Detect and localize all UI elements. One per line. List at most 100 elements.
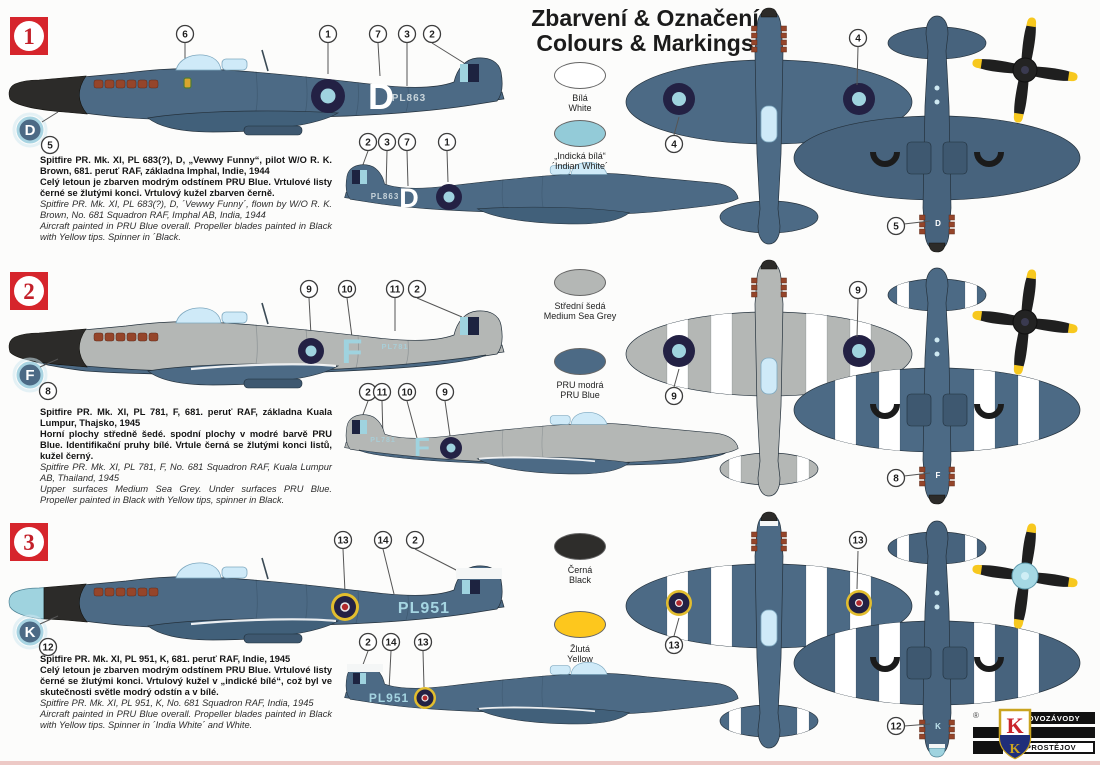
scheme3-description: Spitfire PR. Mk. XI, PL 951, K, 681. per… bbox=[40, 654, 332, 731]
svg-text:1: 1 bbox=[325, 30, 331, 41]
svg-text:K: K bbox=[1010, 742, 1021, 757]
spinner-india-white bbox=[8, 587, 45, 620]
swatch-black-label-en: Black bbox=[568, 575, 591, 585]
registered-mark: ® bbox=[973, 711, 979, 720]
fuselage-roundel bbox=[311, 79, 345, 113]
code-letter: D bbox=[368, 76, 394, 117]
svg-text:D: D bbox=[935, 219, 941, 228]
scheme2-port-callouts: 2 11 10 9 bbox=[358, 382, 455, 439]
svg-text:13: 13 bbox=[417, 638, 429, 649]
scheme2-en-body: Upper surfaces Medium Sea Grey. Under su… bbox=[40, 484, 332, 505]
fuselage-roundel-c1 bbox=[331, 593, 359, 621]
scheme3-number: 3 bbox=[23, 529, 35, 555]
scheme3-side-profile: 13 14 2 PL951 bbox=[8, 530, 505, 657]
scheme1-callouts: 6 1 7 3 2 bbox=[175, 24, 465, 86]
svg-text:2: 2 bbox=[365, 638, 371, 649]
svg-text:4: 4 bbox=[671, 140, 677, 151]
scheme2-number: 2 bbox=[23, 278, 35, 304]
svg-text:2: 2 bbox=[365, 138, 371, 149]
svg-text:9: 9 bbox=[442, 388, 448, 399]
svg-text:F: F bbox=[342, 333, 363, 371]
scheme2-top-view: 9 9 bbox=[625, 259, 913, 497]
page-title-en: Colours & Markings bbox=[536, 30, 754, 56]
svg-text:D: D bbox=[25, 122, 36, 139]
swatch-medium-sea-grey bbox=[554, 269, 606, 296]
scheme3-badge-ring: 3 bbox=[14, 527, 44, 557]
svg-text:K: K bbox=[25, 624, 36, 641]
scheme3-topview-aircraft bbox=[625, 511, 913, 749]
swatch-black-label-cz: Černá bbox=[567, 565, 593, 575]
page-title-cz: Zbarvení & Označení bbox=[531, 5, 759, 31]
logo-brand-top: KOVOZÁVODY bbox=[1021, 713, 1081, 723]
scheme3-cz-title: Spitfire PR. Mk. XI, PL 951, K, 681. per… bbox=[40, 654, 291, 664]
scheme3-bottomview-aircraft bbox=[793, 520, 1081, 758]
svg-text:PL951: PL951 bbox=[369, 691, 409, 705]
scheme2-bottom-view: F 8 bbox=[793, 267, 1081, 505]
swatch-indian-white-label-en: ´Indian White´ bbox=[551, 161, 609, 171]
svg-text:2: 2 bbox=[429, 30, 435, 41]
svg-text:PL781: PL781 bbox=[370, 437, 396, 444]
svg-text:4: 4 bbox=[855, 34, 861, 45]
scheme1-side-profile: 6 1 7 3 2 bbox=[8, 24, 505, 155]
brand-logo: ® KOVOZÁVODY PROSTĚJOV K K bbox=[973, 708, 1095, 760]
svg-text:12: 12 bbox=[890, 722, 902, 733]
swatch-pru-label-en: PRU Blue bbox=[560, 390, 600, 400]
scheme3-aircraft-side: PL951 bbox=[8, 557, 505, 644]
scheme2-topview-aircraft bbox=[625, 259, 913, 497]
swatch-white bbox=[554, 62, 606, 89]
scheme1-cz-body: Celý letoun je zbarven modrým odstínem P… bbox=[40, 177, 332, 198]
swatch-black bbox=[554, 533, 606, 560]
scheme2-description: Spitfire PR. Mk. XI, PL 781, F, 681. per… bbox=[40, 407, 332, 506]
scheme2-underside-code: F 8 bbox=[12, 357, 59, 401]
scheme2-callouts: 9 10 11 2 bbox=[299, 279, 463, 338]
svg-text:9: 9 bbox=[306, 285, 312, 296]
svg-text:F: F bbox=[414, 432, 430, 462]
svg-text:9: 9 bbox=[855, 286, 861, 297]
swatch-indian-white bbox=[554, 120, 606, 147]
swatch-pru-blue bbox=[554, 348, 606, 375]
scheme1-badge: 1 bbox=[10, 17, 48, 55]
svg-text:14: 14 bbox=[377, 536, 389, 547]
svg-text:F: F bbox=[25, 367, 34, 384]
scheme1-number: 1 bbox=[23, 23, 35, 49]
scheme1-cz-title: Spitfire PR. Mk. XI, PL 683(?), D, „Veww… bbox=[40, 155, 332, 176]
logo-bar-bottom-left bbox=[973, 741, 1003, 754]
swatch-yellow-label-cz: Žlutá bbox=[569, 644, 590, 654]
svg-text:7: 7 bbox=[404, 138, 410, 149]
scheme1-aircraft-side: D PL863 bbox=[8, 49, 505, 136]
swatch-indian-white-label-cz: „Indická bílá“ bbox=[554, 151, 606, 161]
svg-text:6: 6 bbox=[182, 30, 188, 41]
scheme3-en-title: Spitfire PR. Mk. XI, PL 951, K, No. 681 … bbox=[40, 698, 314, 708]
scheme2-propeller bbox=[972, 269, 1078, 375]
svg-text:14: 14 bbox=[385, 638, 397, 649]
scheme3-underside-code: K 12 bbox=[12, 614, 59, 657]
svg-text:9: 9 bbox=[671, 392, 677, 403]
svg-text:10: 10 bbox=[401, 388, 413, 399]
svg-text:3: 3 bbox=[404, 30, 410, 41]
scheme2-badge-ring: 2 bbox=[14, 276, 44, 306]
svg-text:PL863: PL863 bbox=[371, 192, 400, 201]
nose-art bbox=[183, 77, 192, 89]
svg-text:13: 13 bbox=[852, 536, 864, 547]
svg-text:12: 12 bbox=[42, 643, 54, 654]
swatch-yellow bbox=[554, 611, 606, 638]
spinner bbox=[8, 75, 88, 115]
scheme1-description: Spitfire PR. Mk. XI, PL 683(?), D, „Veww… bbox=[40, 155, 332, 243]
scheme1-underside-code: D 5 bbox=[12, 111, 60, 155]
svg-text:D: D bbox=[399, 183, 419, 213]
scheme3-callouts: 13 14 2 bbox=[333, 530, 461, 595]
sheet-edge-strip bbox=[0, 761, 1100, 765]
page-title: Zbarvení & Označení Colours & Markings bbox=[460, 6, 830, 56]
scheme1-topview-aircraft bbox=[625, 7, 913, 245]
svg-text:3: 3 bbox=[384, 138, 390, 149]
svg-text:K: K bbox=[935, 722, 941, 731]
swatch-white-label-en: White bbox=[568, 103, 592, 113]
scheme3-side-profile-port: 2 14 13 PL951 bbox=[344, 632, 739, 725]
svg-text:8: 8 bbox=[893, 474, 899, 485]
svg-text:PL951: PL951 bbox=[398, 600, 450, 617]
scheme2-side-profile: 9 10 11 2 F PL781 bbox=[8, 279, 505, 401]
wing-fairing bbox=[147, 110, 340, 133]
canopy bbox=[175, 54, 222, 71]
logo-shield-icon: K K bbox=[998, 708, 1032, 760]
